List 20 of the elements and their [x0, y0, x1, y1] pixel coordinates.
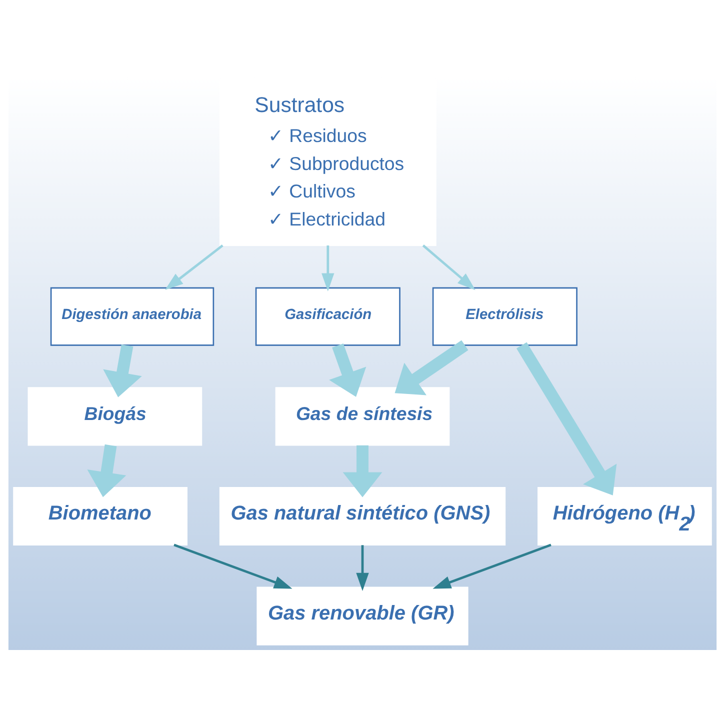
arrow: [87, 444, 126, 497]
arrow: [329, 342, 366, 396]
node-box: Biogás: [28, 386, 202, 446]
arrow: [174, 543, 292, 588]
node-box: Gasificación: [255, 286, 400, 346]
arrow: [356, 544, 369, 591]
arrow: [394, 340, 468, 395]
arrow: [422, 244, 476, 290]
node-box: Digestión anaerobia: [50, 286, 214, 346]
node-box: Gas renovable (GR): [256, 586, 468, 645]
arrow: [103, 344, 142, 397]
arrow: [342, 444, 382, 497]
node-box: Gas natural sintético (GNS): [219, 486, 506, 546]
arrow: [322, 244, 334, 291]
arrow: [432, 543, 552, 588]
arrow: [516, 342, 617, 495]
node-box: Biometano: [13, 486, 188, 546]
node-box: Gas de síntesis: [275, 386, 450, 446]
arrow: [165, 244, 224, 290]
node-box: Electrólisis: [432, 286, 578, 346]
